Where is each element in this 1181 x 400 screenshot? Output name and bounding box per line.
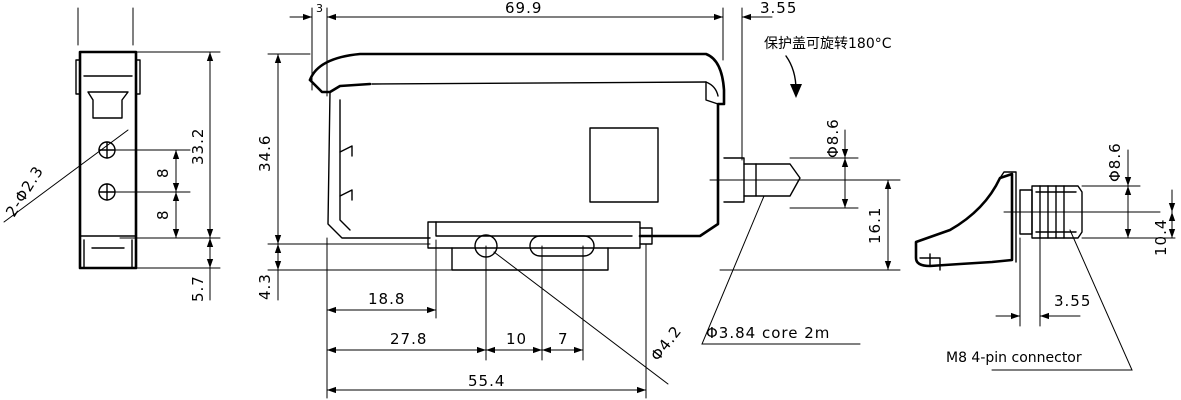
side-dim-55-4: 55.4 [468,372,505,390]
connector-note: M8 4-pin connector [946,350,1082,366]
side-dim-18-8: 18.8 [368,290,405,308]
side-dim-3: 3 [316,2,323,15]
front-dim-pitch-top: 8 [154,167,172,178]
mounting-slot [529,235,595,257]
display-window [589,127,659,203]
side-dim-hole: Φ4.2 [647,322,686,364]
side-cable-note: Φ3.84 core 2m [706,324,830,342]
front-view: 2-Φ2.3 8 8 33.2 5.7 [2,7,221,302]
side-dim-cable-dia: Φ8.6 [824,118,842,158]
front-hole-callout: 2-Φ2.3 [2,163,47,221]
side-cover-note: 保护盖可旋转180°C [764,36,892,52]
side-view: 3 69.9 3.55 保护盖可旋转180°C 34.6 4.3 Φ8.6 16… [256,0,901,399]
screw-hole-lower [98,183,116,201]
side-dim-10: 10 [506,330,527,348]
side-dim-height: 34.6 [256,135,274,172]
side-dim-base: 4.3 [256,273,274,300]
front-dim-base: 5.7 [189,275,207,302]
side-dim-total-length: 69.9 [505,0,542,17]
side-dim-7: 7 [558,330,569,348]
side-dim-3-55: 3.55 [760,0,797,17]
connector-dim-3-55: 3.55 [1054,292,1091,310]
connector-dim-dia: Φ8.6 [1106,142,1124,182]
side-dim-cable-height: 16.1 [866,207,884,244]
front-dim-height: 33.2 [189,128,207,165]
side-dim-27-8: 27.8 [390,330,427,348]
connector-view: Φ8.6 10.4 3.55 M8 4-pin connector [914,142,1176,371]
front-dim-pitch-bottom: 8 [154,209,172,220]
connector-dim-10-4: 10.4 [1152,219,1170,256]
